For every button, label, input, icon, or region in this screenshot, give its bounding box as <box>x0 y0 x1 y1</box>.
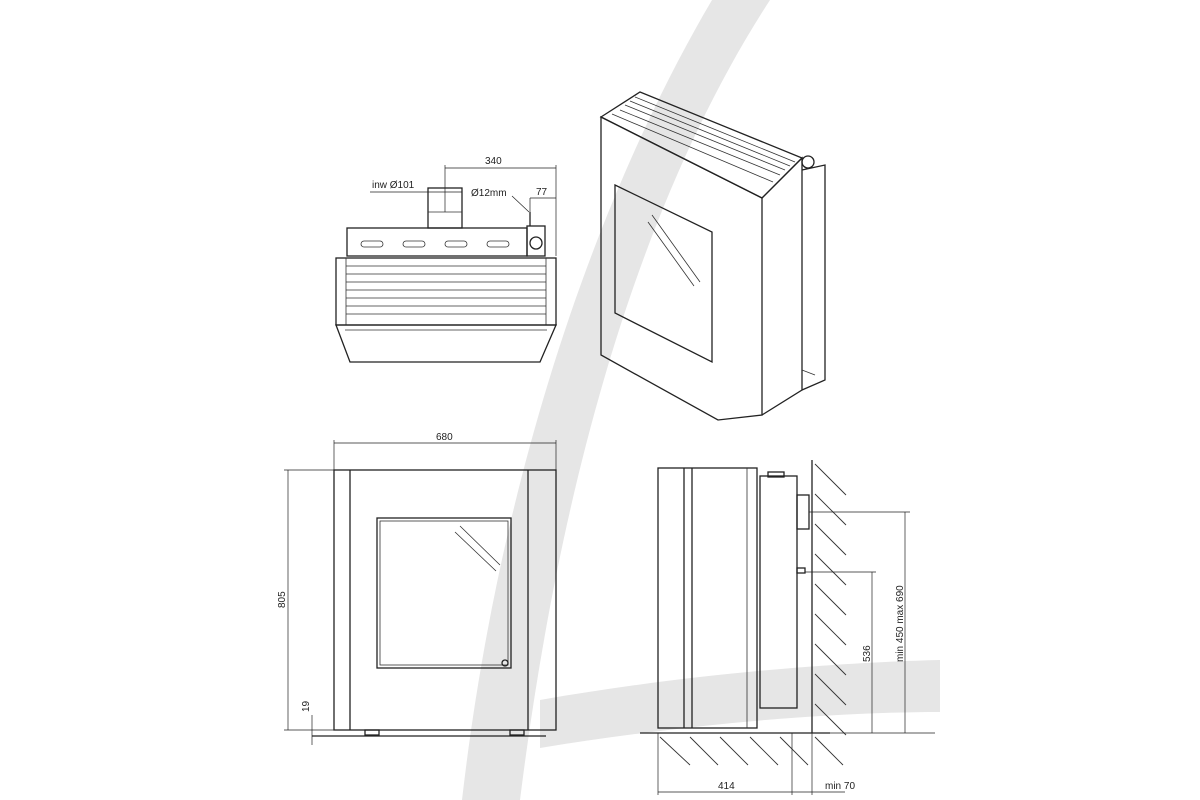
dim-wall-gap: min 70 <box>825 781 855 792</box>
dim-side-depth: 414 <box>718 781 735 792</box>
dim-top-width: 340 <box>485 156 502 167</box>
background-swoosh <box>462 0 940 800</box>
dim-flue-diameter: inw Ø101 <box>372 180 415 191</box>
dim-pipe-height: 536 <box>862 645 873 662</box>
dim-flue-height: min 450 max 690 <box>895 585 906 662</box>
front-view <box>284 440 557 745</box>
side-view <box>640 460 935 795</box>
dim-pipe-diameter: Ø12mm <box>471 188 507 199</box>
dim-feet-height: 19 <box>301 700 312 712</box>
top-view <box>335 165 557 363</box>
dim-pipe-offset: 77 <box>536 187 548 198</box>
dim-front-width: 680 <box>436 432 453 443</box>
dim-front-height: 805 <box>277 591 288 608</box>
isometric-view <box>599 91 826 421</box>
